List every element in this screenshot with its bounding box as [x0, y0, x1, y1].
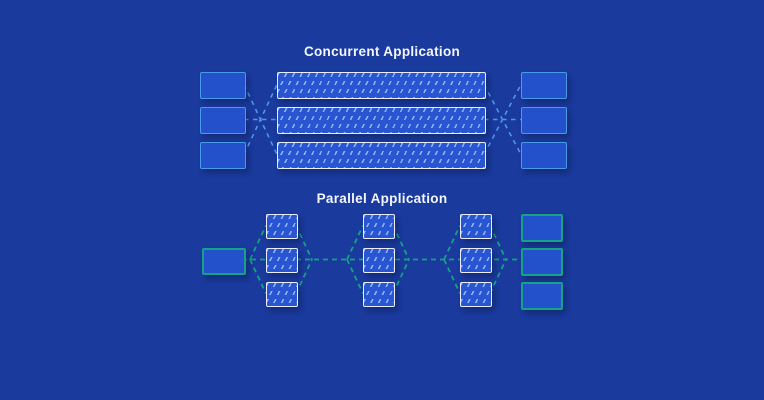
concurrent-thread-bar — [277, 107, 486, 134]
parallel-worker-box — [363, 282, 395, 307]
parallel-output-box — [521, 282, 563, 310]
parallel-output-box — [521, 248, 563, 276]
concurrent-input-box — [200, 142, 246, 169]
concurrent-output-box — [521, 107, 567, 134]
concurrent-input-box — [200, 107, 246, 134]
concurrent-section-title: Concurrent Application — [303, 44, 461, 59]
concurrent-input-box — [200, 72, 246, 99]
parallel-worker-box — [363, 214, 395, 239]
parallel-input-box — [202, 248, 246, 275]
concurrent-connectors — [243, 84, 522, 155]
parallel-worker-box — [460, 248, 492, 273]
parallel-worker-box — [460, 214, 492, 239]
concurrent-output-box — [521, 72, 567, 99]
parallel-output-box — [521, 214, 563, 242]
parallel-section-title: Parallel Application — [316, 191, 448, 206]
parallel-worker-box — [266, 248, 298, 273]
parallel-worker-box — [266, 214, 298, 239]
concurrent-thread-bar — [277, 142, 486, 169]
concurrent-output-box — [521, 142, 567, 169]
concurrent-thread-bar — [277, 72, 486, 99]
parallel-worker-box — [460, 282, 492, 307]
parallel-worker-box — [363, 248, 395, 273]
parallel-worker-box — [266, 282, 298, 307]
